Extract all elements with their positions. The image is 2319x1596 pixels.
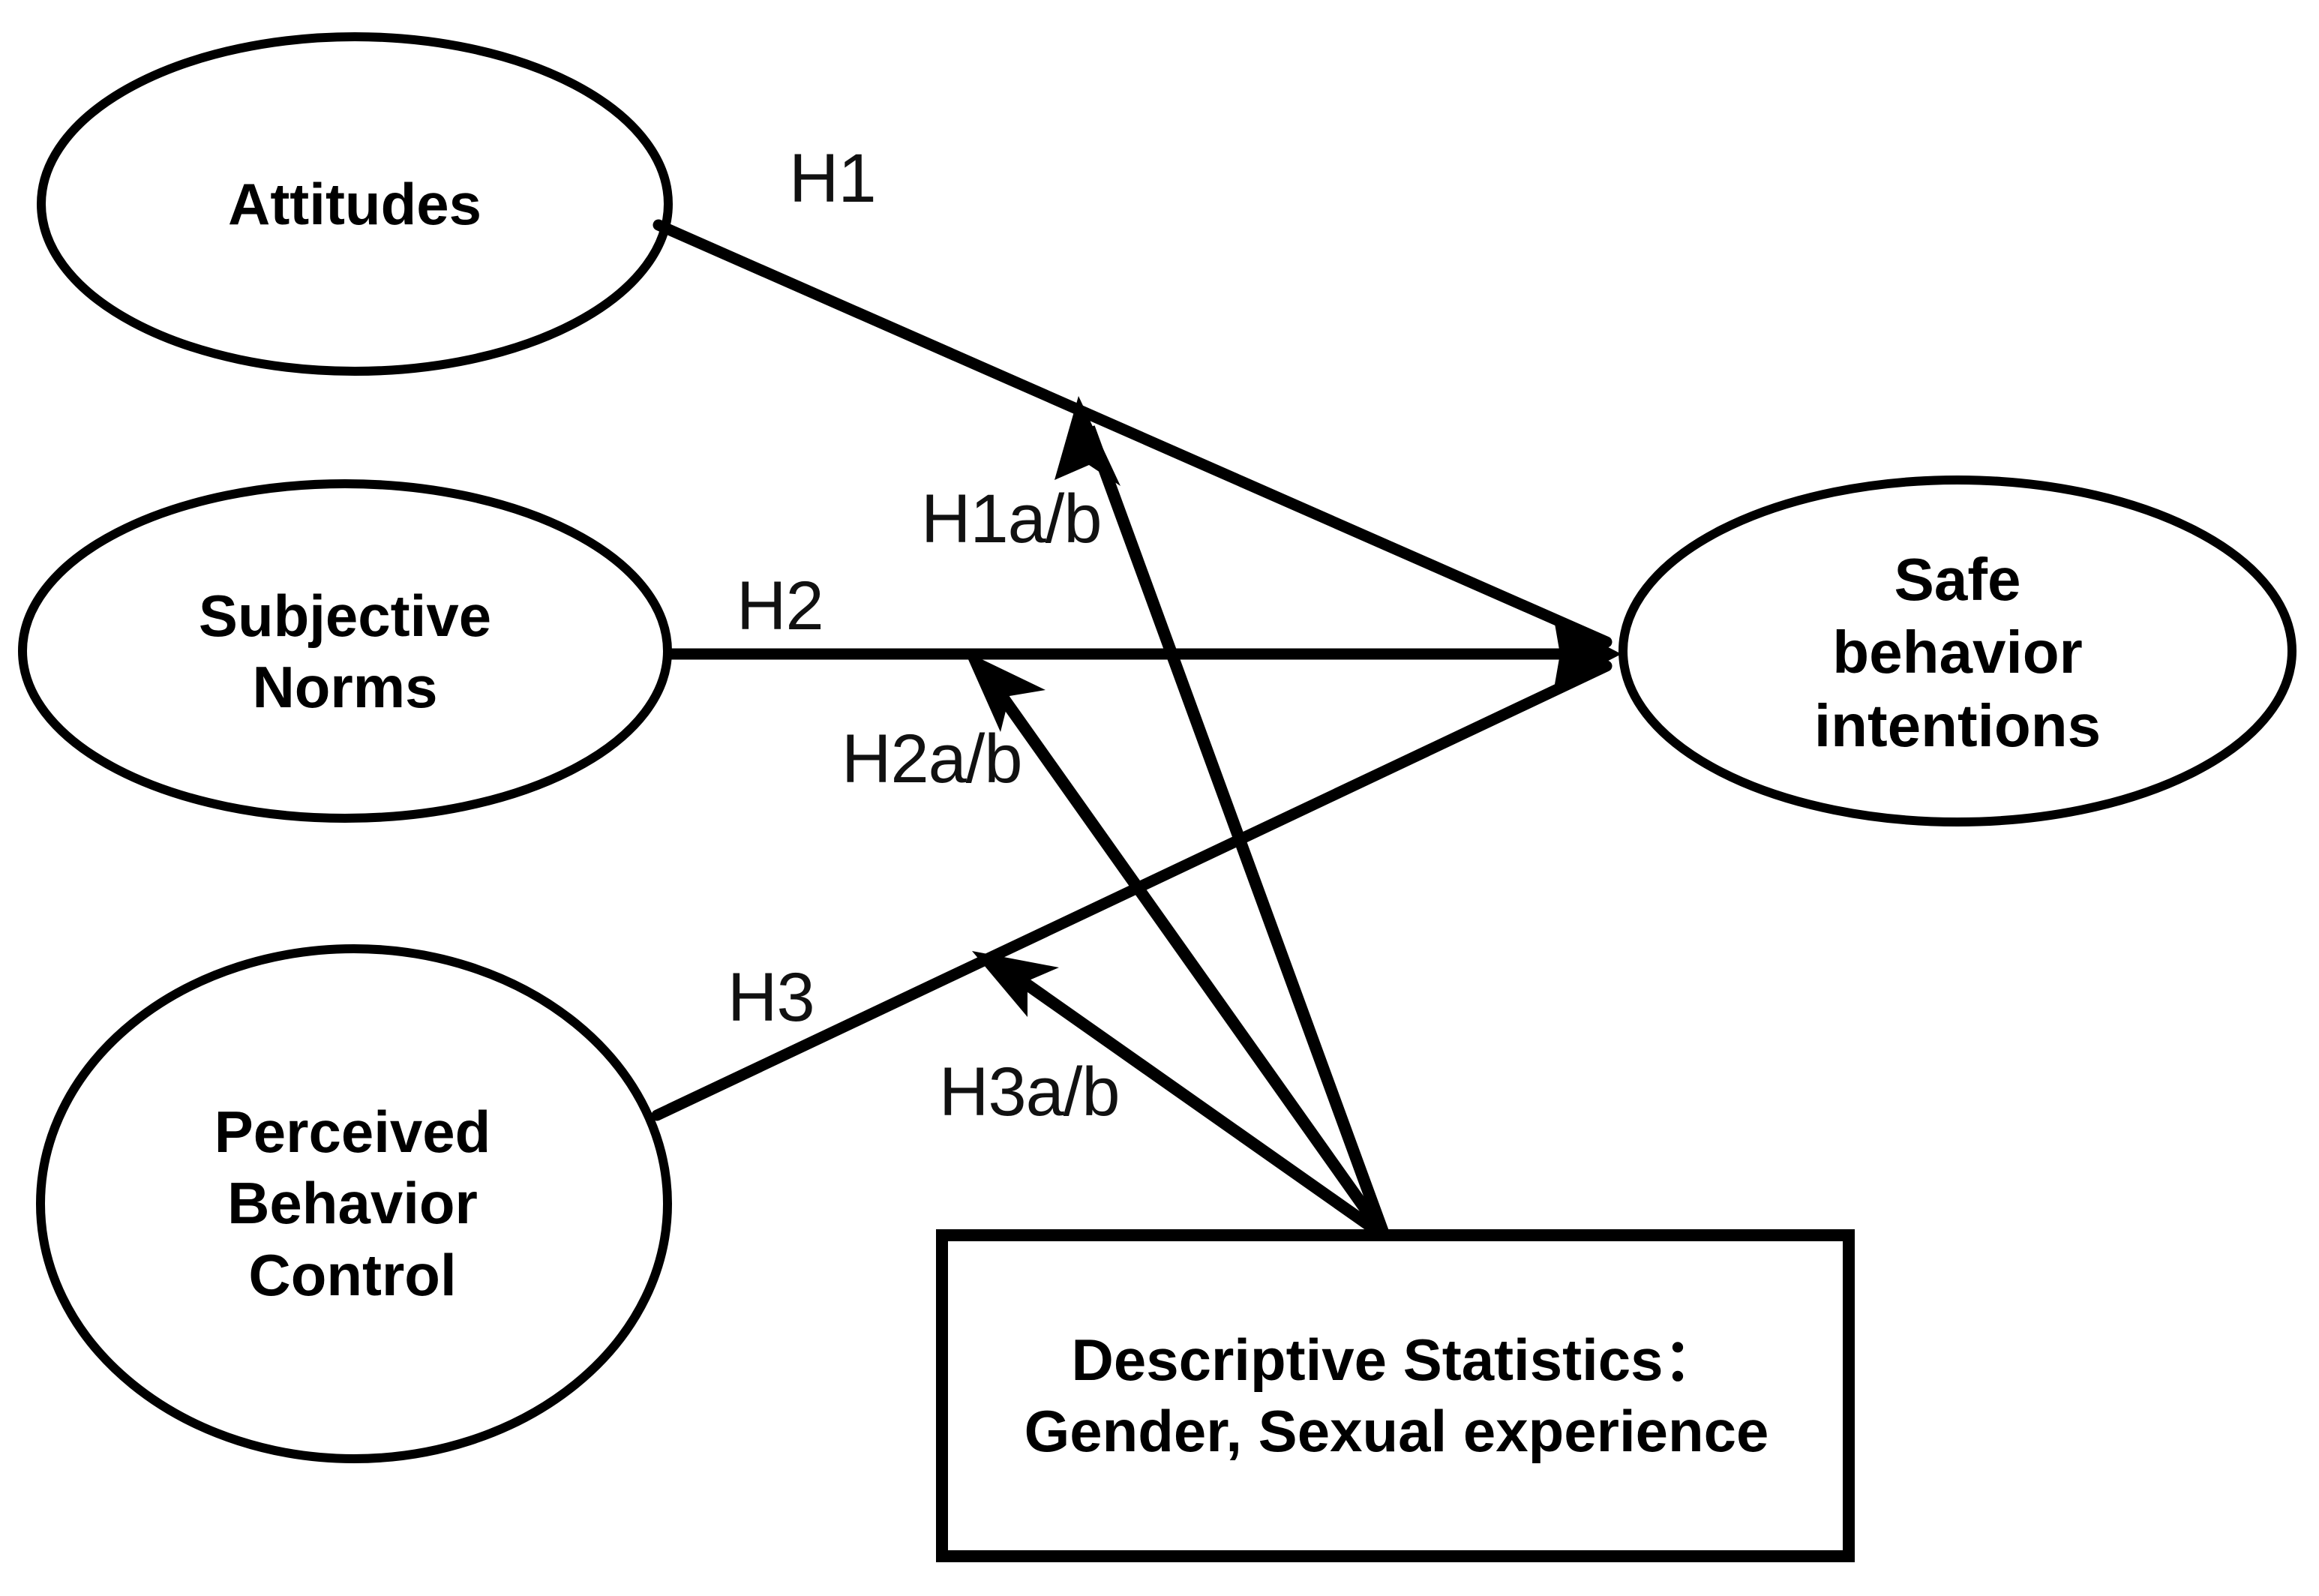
- node-shape-descriptive-statistics[interactable]: [936, 1229, 1855, 1562]
- arrowhead-h3ab: [972, 951, 1059, 1017]
- edge-label-h3: H3: [728, 959, 815, 1036]
- arrowhead-h1ab: [1054, 396, 1120, 486]
- edge-h2ab[interactable]: [964, 651, 1390, 1240]
- node-shape-attitudes[interactable]: [37, 32, 673, 376]
- edge-h3ab[interactable]: [972, 951, 1388, 1241]
- edge-label-h1: H1: [789, 140, 877, 217]
- edge-h1ab[interactable]: [1054, 396, 1390, 1238]
- edge-h1[interactable]: [652, 219, 1612, 648]
- edge-h3[interactable]: [651, 660, 1612, 1121]
- edge-label-h2ab: H2a/b: [842, 721, 1022, 797]
- edge-label-h2: H2: [736, 568, 824, 644]
- node-shape-subjective-norms[interactable]: [18, 479, 672, 823]
- node-shape-perceived-behavior-control[interactable]: [36, 944, 672, 1463]
- edge-label-h1ab: H1a/b: [921, 481, 1102, 557]
- arrowhead-h2ab: [964, 651, 1046, 732]
- edge-label-h3ab: H3a/b: [939, 1054, 1120, 1130]
- arrowhead-into-safe-behavior-intentions: [1554, 620, 1622, 688]
- node-shape-safe-behavior-intentions[interactable]: [1618, 476, 2296, 826]
